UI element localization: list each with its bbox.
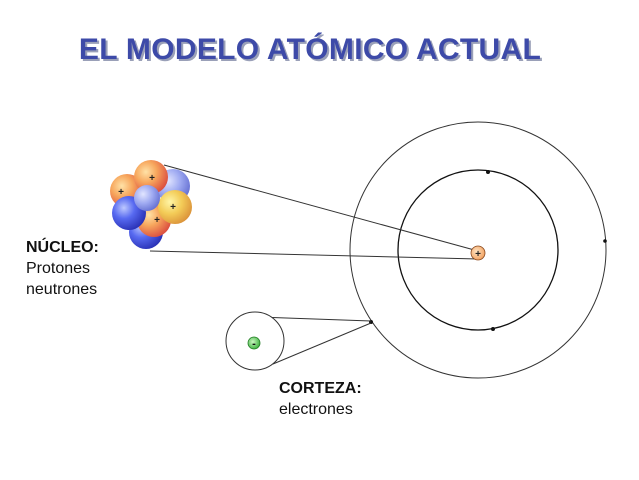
orbit-electron-dot: [486, 170, 490, 174]
orbit-electron-dot: [491, 327, 495, 331]
nucleus-label: NÚCLEO: Protones neutrones: [26, 237, 99, 300]
zoom-line: [150, 251, 478, 259]
atom-nucleus-sign: +: [475, 249, 481, 260]
zoom-line: [273, 323, 371, 364]
zoom-line: [164, 165, 478, 251]
proton-sign: +: [154, 215, 160, 226]
cortex-electrons: electrones: [279, 399, 362, 420]
cortex-label: CORTEZA: electrones: [279, 378, 362, 420]
nucleus-heading: NÚCLEO:: [26, 237, 99, 258]
proton-sign: +: [118, 187, 124, 198]
orbit-electron-dot: [603, 239, 607, 243]
proton-sign: +: [149, 173, 155, 184]
proton-sign: +: [170, 202, 176, 213]
electron-sign: -: [252, 338, 256, 350]
nucleus-neutrons: neutrones: [26, 279, 99, 300]
nucleus-protons: Protones: [26, 258, 99, 279]
cortex-heading: CORTEZA:: [279, 378, 362, 399]
neutron: [134, 185, 160, 211]
